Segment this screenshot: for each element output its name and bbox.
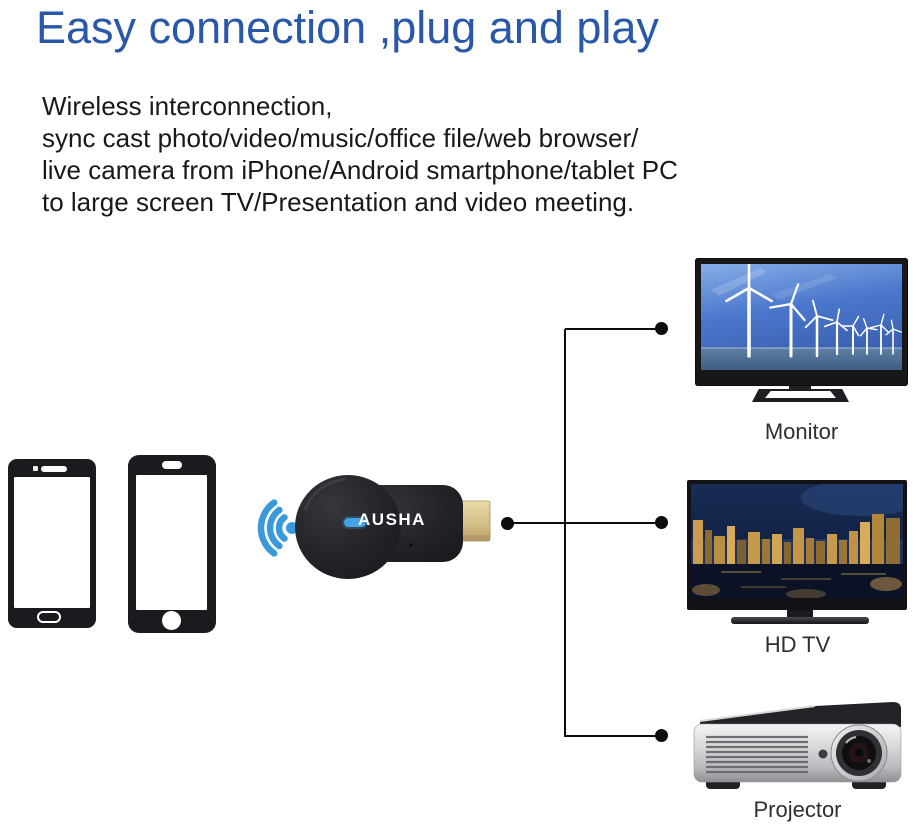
speaker-slot-icon: [41, 466, 67, 472]
hdtv-stand: [787, 610, 813, 618]
monitor-label: Monitor: [764, 419, 839, 444]
description-text: Wireless interconnection, sync cast phot…: [42, 90, 762, 218]
description-line: to large screen TV/Presentation and vide…: [42, 187, 635, 217]
home-button-icon: [162, 611, 181, 630]
hdmi-dongle: [295, 475, 491, 579]
monitor-screen-wind-turbines: [701, 264, 902, 370]
projector-lens-icon: [830, 724, 888, 782]
speaker-slot-icon: [162, 461, 182, 469]
led-indicator: [344, 518, 366, 527]
projector-vents: [706, 735, 808, 774]
camera-dot-icon: [33, 466, 38, 471]
description-line: sync cast photo/video/music/office file/…: [42, 123, 639, 153]
home-button-icon: [37, 611, 61, 623]
connection-line-hdtv: [510, 522, 662, 524]
android-phone: [8, 459, 96, 628]
connector-dot-projector: [655, 729, 668, 742]
iphone: [128, 455, 216, 633]
dongle-brand-label: AUSHA: [358, 510, 426, 529]
connector-dot-monitor: [655, 322, 668, 335]
description-line: live camera from iPhone/Android smartpho…: [42, 155, 678, 185]
hdtv-stand-base: [731, 617, 869, 624]
connection-line-projector: [565, 735, 662, 737]
phone-screen: [136, 475, 207, 610]
wifi-signal-icon: [257, 499, 298, 557]
phone-screen: [14, 477, 90, 608]
monitor-stand-cutout: [765, 391, 836, 398]
projector-device: [693, 702, 902, 789]
hdtv-label: HD TV: [764, 632, 831, 657]
connector-dot-source: [501, 517, 514, 530]
connector-dot-hdtv: [655, 516, 668, 529]
monitor-stand: [789, 386, 811, 391]
projector-label: Projector: [753, 797, 842, 822]
page-title: Easy connection ,plug and play: [36, 2, 659, 53]
connection-line-vertical: [564, 329, 566, 737]
connection-line-monitor: [565, 328, 662, 330]
hdtv-screen-night-city: [691, 484, 903, 598]
description-line: Wireless interconnection,: [42, 91, 333, 121]
